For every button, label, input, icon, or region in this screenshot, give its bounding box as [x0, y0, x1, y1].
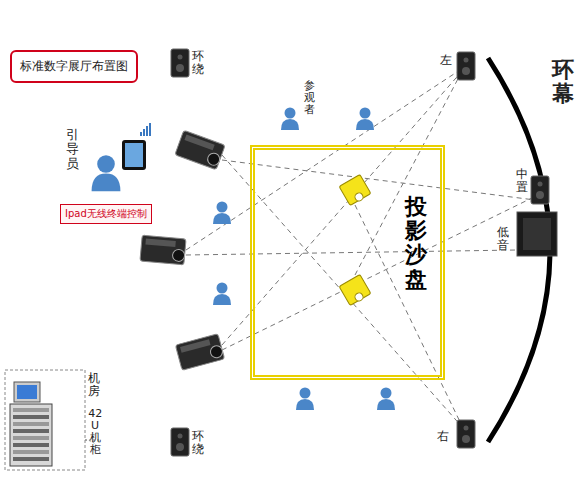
- label: 中置: [516, 168, 528, 194]
- label: 环绕: [192, 50, 204, 76]
- projector-icon: [175, 334, 224, 371]
- speaker-symbol: [531, 176, 549, 204]
- label: 左: [440, 52, 452, 69]
- sight-line: [222, 195, 538, 350]
- ceiling-projector-icon: [339, 174, 371, 206]
- projector-icon: [175, 130, 225, 169]
- label: 环幕: [552, 58, 574, 106]
- control-box: Ipad无线终端控制: [60, 204, 152, 224]
- speaker-symbol: [457, 52, 475, 80]
- sight-line: [186, 250, 518, 255]
- label: 机房: [88, 372, 100, 398]
- machine-room: [5, 370, 100, 470]
- speaker-symbol: [171, 428, 189, 456]
- visitor-icon: [356, 108, 374, 131]
- visitor-icon: [213, 202, 231, 225]
- label: 低音: [497, 226, 509, 252]
- node-text: 投影沙盘: [405, 195, 427, 292]
- subwoofer-symbol: [517, 212, 557, 256]
- label: 参观者: [304, 80, 315, 116]
- visitor-icon: [92, 155, 121, 191]
- visitor-icon: [281, 108, 299, 131]
- ceiling-projector-icon: [339, 274, 371, 306]
- visitor-icon: [296, 388, 314, 411]
- projector-icon: [140, 235, 186, 265]
- ipad-icon: [122, 123, 151, 170]
- label: 环绕: [192, 430, 204, 456]
- sight-line: [222, 70, 463, 345]
- label: 右: [437, 428, 449, 445]
- sand-table: 投影沙盘: [250, 145, 445, 380]
- visitor-icon: [377, 388, 395, 411]
- title: 标准数字展厅布置图: [10, 50, 138, 83]
- dashed-lines: [186, 70, 538, 428]
- label: 42U机柜: [88, 408, 102, 456]
- speaker-symbol: [171, 49, 189, 77]
- label: 引导员: [66, 128, 79, 171]
- node-text: Ipad无线终端控制: [65, 207, 147, 221]
- speaker-symbol: [457, 420, 475, 448]
- visitor-icon: [213, 283, 231, 306]
- sight-line: [222, 155, 463, 428]
